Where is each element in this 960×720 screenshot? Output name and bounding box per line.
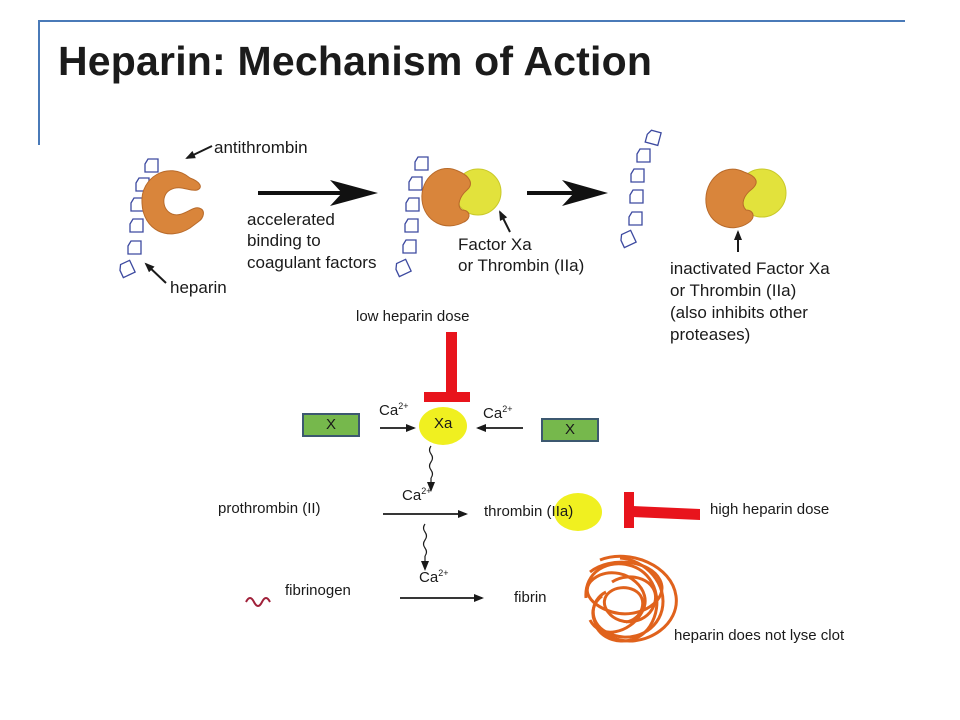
heparin-pointer xyxy=(144,262,167,284)
ca-label-2: Ca2+ xyxy=(483,404,512,422)
high-dose-inhibitor xyxy=(624,492,700,528)
antithrombin-shape xyxy=(141,170,204,235)
clot-note: heparin does not lyse clot xyxy=(674,627,845,644)
ca-label-3: Ca2+ xyxy=(402,486,431,504)
ca-label-4: Ca2+ xyxy=(419,568,448,586)
factor-x-right-label: X xyxy=(565,421,575,438)
factor-x-left-label: X xyxy=(326,416,336,433)
antithrombin-pointer xyxy=(185,145,213,159)
slide-frame-left xyxy=(38,20,40,145)
thrombin-ellipse xyxy=(554,493,602,531)
factor-x-right xyxy=(541,418,599,442)
high-dose-label: high heparin dose xyxy=(710,501,829,518)
factor-xa-label: Xa xyxy=(434,415,453,432)
wavy-connector-1 xyxy=(428,445,434,479)
fibrinogen-label: fibrinogen xyxy=(285,582,351,599)
prothrombin-label: prothrombin (II) xyxy=(218,500,321,517)
factor-x-left xyxy=(302,413,360,437)
slide-frame-top xyxy=(38,20,905,22)
factor-pointer xyxy=(499,210,511,233)
slide-title: Heparin: Mechanism of Action xyxy=(58,38,653,84)
result-label: inactivated Factor Xa or Thrombin (IIa) … xyxy=(670,259,834,344)
low-dose-label: low heparin dose xyxy=(356,308,469,325)
ca-label-1: Ca2+ xyxy=(379,401,408,419)
factor-xa-ellipse xyxy=(419,407,467,445)
step2-arrow xyxy=(527,180,608,206)
step1-text: accelerated binding to coagulant factors xyxy=(247,210,376,272)
heparin-chain-2 xyxy=(393,156,429,278)
factor-label: Factor Xa or Thrombin (IIa) xyxy=(458,235,584,275)
heparin-chain-released xyxy=(618,128,662,249)
fibrinogen-squiggle xyxy=(245,597,271,607)
antithrombin-label: antithrombin xyxy=(214,138,308,157)
step1-arrow xyxy=(258,180,378,206)
fibrin-label: fibrin xyxy=(514,589,547,606)
heparin-label: heparin xyxy=(170,278,227,297)
low-dose-inhibitor xyxy=(424,332,470,402)
fibrin-clot xyxy=(584,554,678,643)
wavy-connector-2 xyxy=(422,523,428,557)
antithrombin-shape-bound xyxy=(421,167,471,227)
inactivated-antithrombin-shape xyxy=(705,168,757,229)
thrombin-label: thrombin (IIa) xyxy=(484,503,573,520)
